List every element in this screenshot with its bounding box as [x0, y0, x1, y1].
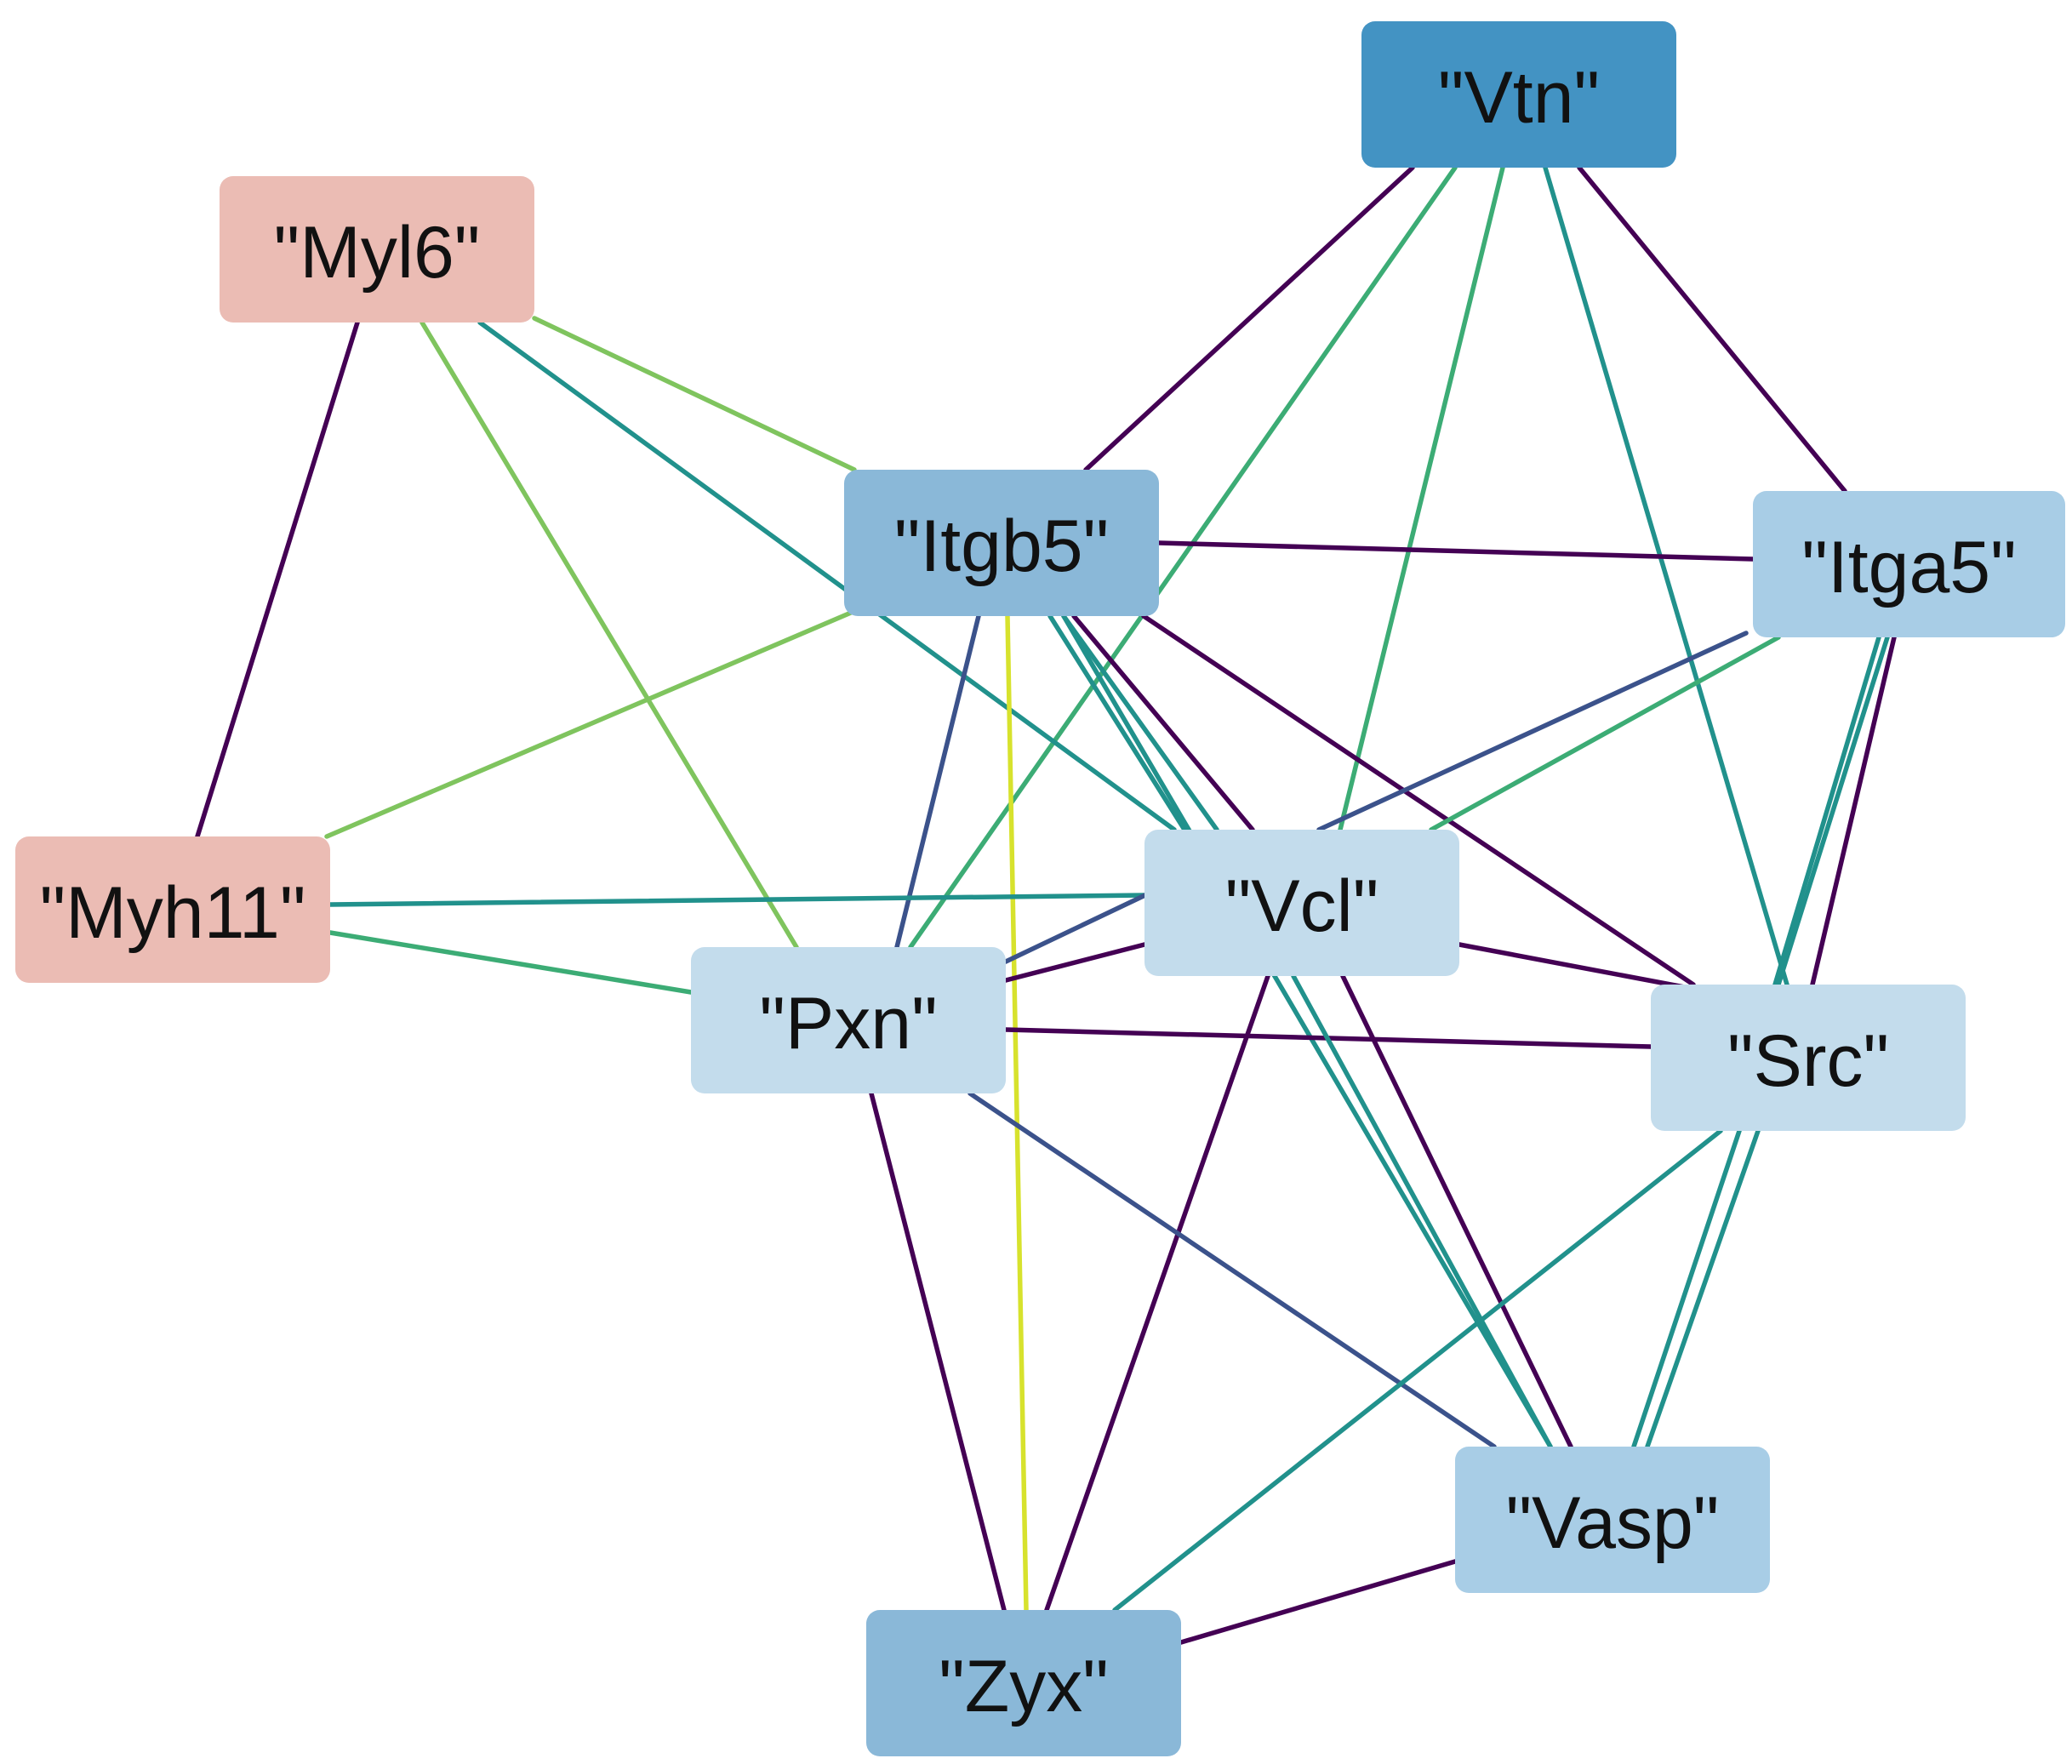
node-itga5[interactable]: "Itga5" [1753, 491, 2065, 637]
edge-vtn-vcl [1338, 165, 1505, 832]
edge-itgb5-myh11 [324, 610, 853, 839]
edge-itgb5-src [1141, 614, 1696, 987]
node-zyx[interactable]: "Zyx" [866, 1610, 1181, 1756]
node-label-vasp: "Vasp" [1506, 1482, 1720, 1564]
node-src[interactable]: "Src" [1651, 985, 1966, 1131]
edge-vcl-vasp-parallel [1291, 973, 1553, 1449]
edge-layer [195, 165, 1897, 1645]
edge-src-vasp-parallel [1645, 1128, 1761, 1449]
edge-itgb5-vcl [1047, 614, 1187, 832]
node-box-vcl[interactable] [1144, 830, 1459, 976]
edge-itgb5-vcl-parallel [1061, 614, 1219, 832]
edge-src-vasp [1631, 1128, 1742, 1449]
node-label-myl6: "Myl6" [274, 212, 481, 294]
node-itgb5[interactable]: "Itgb5" [844, 470, 1159, 616]
node-myh11[interactable]: "Myh11" [15, 836, 330, 983]
edge-itgb5-zyx [1005, 614, 1029, 1613]
edge-vtn-itga5 [1577, 165, 1847, 494]
node-box-vasp[interactable] [1455, 1447, 1770, 1593]
edge-vasp-zyx [1179, 1559, 1458, 1645]
edge-vtn-itgb5 [1083, 165, 1415, 472]
edge-myl6-pxn [420, 320, 799, 950]
node-label-myh11: "Myh11" [40, 872, 306, 954]
node-pxn[interactable]: "Pxn" [691, 947, 1006, 1093]
node-label-itga5: "Itga5" [1801, 527, 2016, 608]
edge-itga5-src [1776, 635, 1890, 987]
node-box-itgb5[interactable] [844, 470, 1159, 616]
edge-itgb5-vcl-parallel [1071, 614, 1255, 832]
edge-myl6-itgb5 [532, 316, 857, 472]
edge-itgb5-pxn [894, 614, 981, 950]
node-box-myh11[interactable] [15, 836, 330, 983]
node-vtn[interactable]: "Vtn" [1361, 21, 1676, 168]
edge-vtn-src [1543, 165, 1789, 987]
edge-myh11-vcl [328, 893, 1147, 907]
edge-itga5-src-parallel [1772, 635, 1881, 987]
node-label-vtn: "Vtn" [1438, 57, 1600, 139]
edge-itga5-vcl [1316, 631, 1749, 832]
edge-vcl-src [1457, 942, 1696, 991]
node-label-zyx: "Zyx" [939, 1646, 1109, 1727]
edge-myl6-myh11 [195, 320, 360, 839]
edge-itgb5-vasp [1061, 614, 1553, 1449]
node-box-itga5[interactable] [1753, 491, 2065, 637]
node-box-myl6[interactable] [220, 176, 534, 323]
node-label-itgb5: "Itgb5" [894, 505, 1109, 587]
node-label-src: "Src" [1727, 1020, 1889, 1102]
edge-myl6-vcl [477, 320, 1177, 832]
node-vasp[interactable]: "Vasp" [1455, 1447, 1770, 1593]
node-myl6[interactable]: "Myl6" [220, 176, 534, 323]
edge-vcl-pxn-parallel [1003, 891, 1151, 964]
node-label-pxn: "Pxn" [759, 983, 937, 1065]
edge-vcl-zyx [1044, 973, 1270, 1613]
edge-itga5-vasp [1810, 635, 1897, 987]
node-layer: "Vtn" "Myl6" "Itgb5" "Itga5" "Myh11" "Vcl" "Px… [15, 21, 2065, 1756]
edge-vcl-vasp [1340, 973, 1573, 1449]
edge-myh11-pxn [328, 930, 694, 995]
node-box-vtn[interactable] [1361, 21, 1676, 168]
node-box-zyx[interactable] [866, 1610, 1181, 1756]
edge-pxn-zyx [869, 1091, 1007, 1613]
edge-pxn-vasp [968, 1091, 1497, 1449]
edge-itga5-pxn [1429, 635, 1781, 832]
edge-src-zyx [1112, 1128, 1723, 1613]
node-box-src[interactable] [1651, 985, 1966, 1131]
node-box-pxn[interactable] [691, 947, 1006, 1093]
edge-vtn-pxn [908, 165, 1458, 950]
edge-vcl-pxn [1003, 942, 1147, 983]
node-vcl[interactable]: "Vcl" [1144, 830, 1459, 976]
edge-itgb5-itga5 [1156, 540, 1755, 562]
node-label-vcl: "Vcl" [1225, 865, 1379, 947]
